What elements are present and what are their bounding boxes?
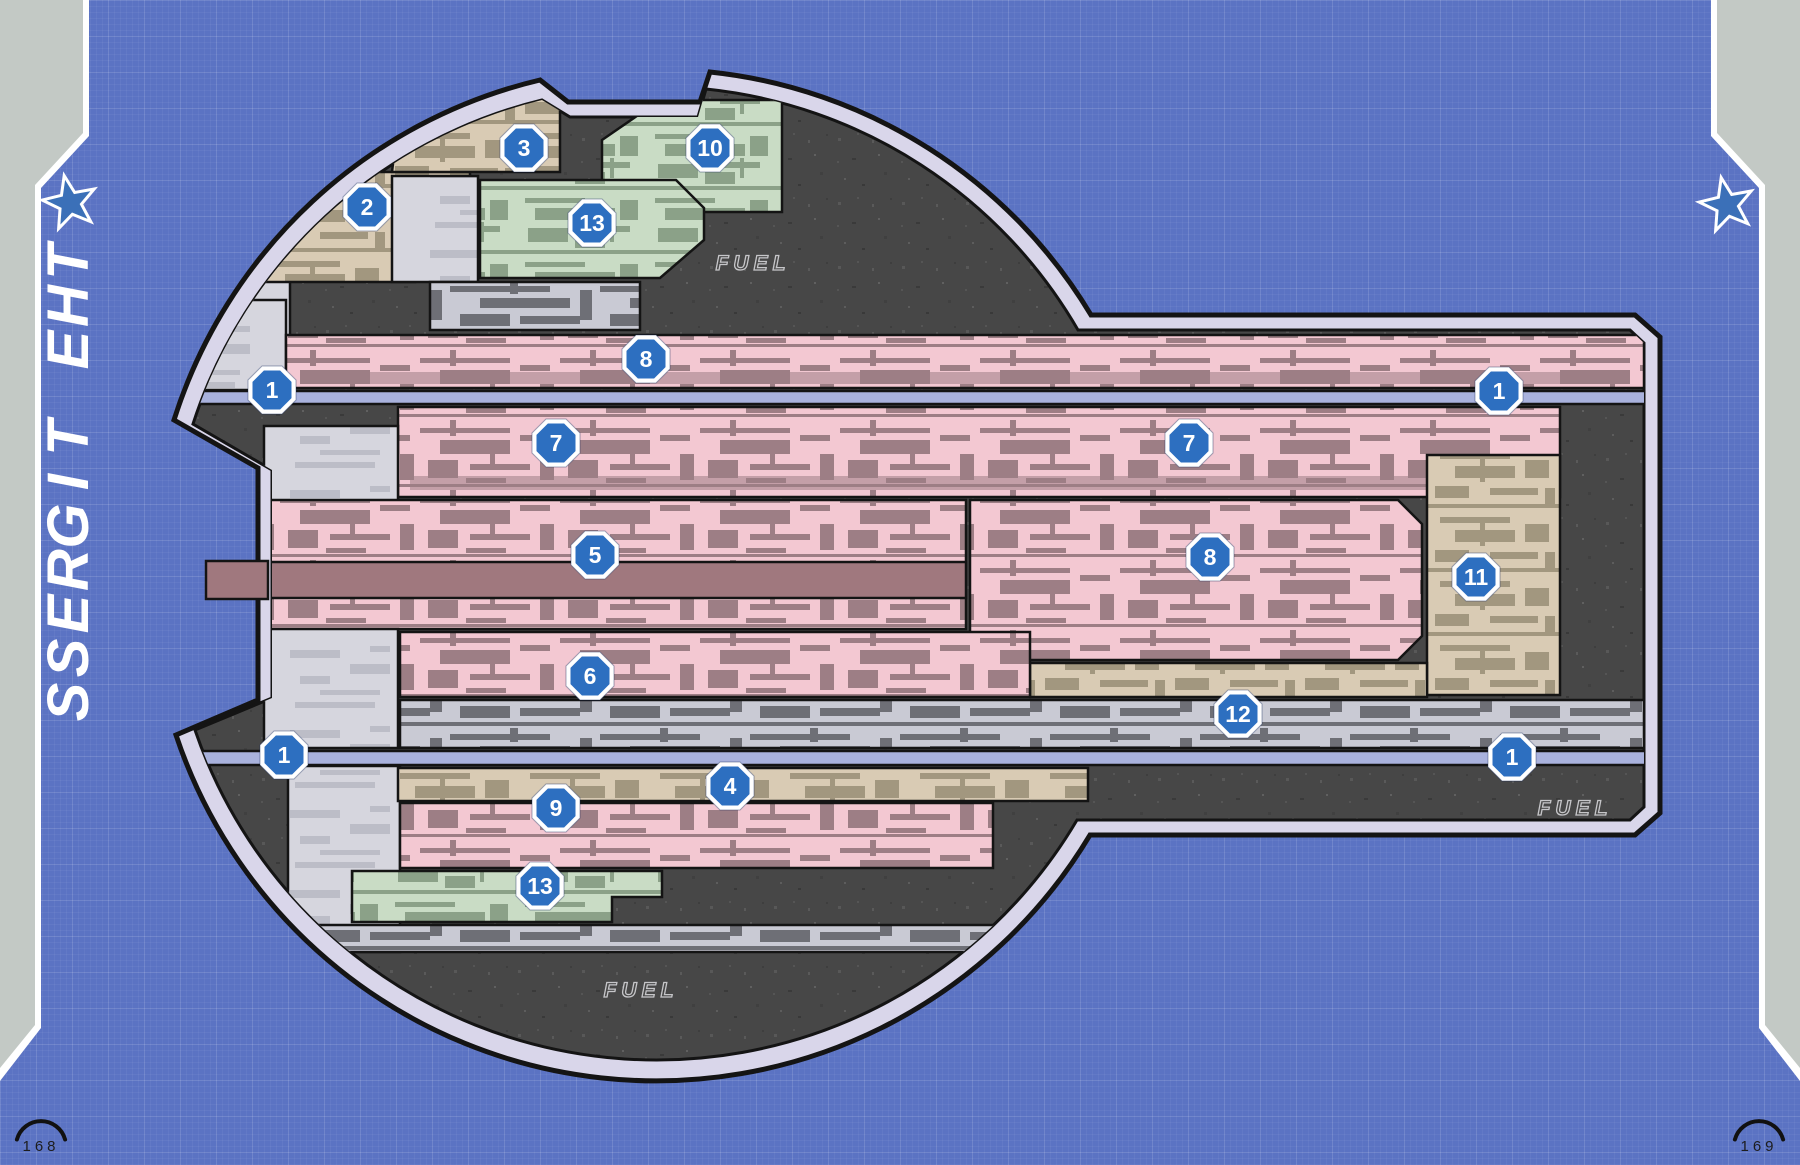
title-letter: S bbox=[36, 638, 101, 677]
badge-octagon-fill bbox=[1190, 537, 1230, 577]
location-badge-1: 1 bbox=[259, 730, 309, 780]
page-number-right: 169 bbox=[1732, 1119, 1786, 1155]
fuel-labels-layer: FUEL FUEL FUEL bbox=[603, 251, 1613, 1002]
docking-port-tab bbox=[204, 559, 270, 601]
corridor-band-upper bbox=[193, 389, 1644, 406]
badge-number: 13 bbox=[579, 210, 605, 236]
fuel-area-label: FUEL bbox=[716, 252, 791, 275]
badge-octagon-fill bbox=[572, 203, 612, 243]
badge-octagon-fill bbox=[520, 866, 560, 906]
badge-octagon-fill bbox=[575, 535, 615, 575]
location-badge-1: 1 bbox=[1474, 366, 1524, 416]
location-badge-10: 10 bbox=[685, 123, 735, 173]
location-badge-7: 7 bbox=[1164, 418, 1214, 468]
location-badge-5: 5 bbox=[570, 530, 620, 580]
room-9 bbox=[398, 801, 995, 870]
title-letter: I bbox=[36, 472, 101, 490]
title-letter: E bbox=[36, 328, 101, 369]
badge-number: 13 bbox=[527, 873, 553, 899]
page-number-arc-right bbox=[1732, 1119, 1786, 1142]
badge-number: 5 bbox=[589, 542, 602, 568]
badge-number: 12 bbox=[1225, 701, 1251, 727]
title-letter: H bbox=[36, 284, 101, 327]
room-8-right bbox=[968, 498, 1424, 662]
badge-number: 7 bbox=[1183, 430, 1196, 456]
room-13-lower bbox=[350, 869, 664, 924]
title-letter: T bbox=[36, 416, 101, 456]
location-badge-12: 12 bbox=[1213, 689, 1263, 739]
location-badge-3: 3 bbox=[499, 123, 549, 173]
badge-number: 1 bbox=[266, 377, 279, 403]
page-number-right-text: 169 bbox=[1740, 1138, 1777, 1155]
title-letter: S bbox=[36, 682, 101, 721]
room-11 bbox=[1425, 453, 1562, 697]
badge-octagon-fill bbox=[1479, 371, 1519, 411]
title-letter: G bbox=[36, 503, 101, 548]
badge-number: 11 bbox=[1464, 564, 1489, 590]
right-edge-bar bbox=[1717, 0, 1800, 1068]
badge-octagon-fill bbox=[1218, 694, 1258, 734]
corridor-band-lower bbox=[193, 749, 1644, 767]
location-badge-2: 2 bbox=[342, 182, 392, 232]
badge-number: 8 bbox=[640, 346, 653, 372]
location-badge-13: 13 bbox=[515, 861, 565, 911]
badge-octagon-fill bbox=[1492, 737, 1532, 777]
fuel-area-label: FUEL bbox=[1538, 797, 1613, 820]
star-icon-right bbox=[1694, 173, 1756, 235]
location-badge-4: 4 bbox=[705, 761, 755, 811]
badge-octagon-fill bbox=[1456, 557, 1496, 597]
badge-octagon-fill bbox=[264, 735, 304, 775]
corridor-12 bbox=[398, 698, 1644, 750]
badge-number: 7 bbox=[550, 430, 563, 456]
badge-number: 10 bbox=[697, 135, 723, 161]
location-badge-1: 1 bbox=[247, 365, 297, 415]
title-letter: T bbox=[36, 240, 101, 280]
page-number-arc-left bbox=[14, 1119, 68, 1142]
star-icon-left bbox=[37, 171, 99, 233]
location-badge-7: 7 bbox=[531, 418, 581, 468]
badge-octagon-fill bbox=[626, 339, 666, 379]
corridor-bottom bbox=[290, 923, 1017, 954]
left-edge-bar bbox=[0, 0, 83, 1068]
page-number-left: 168 bbox=[14, 1119, 68, 1155]
badge-number: 2 bbox=[361, 194, 374, 220]
location-badge-9: 9 bbox=[531, 783, 581, 833]
deck-7-detail bbox=[410, 476, 1550, 490]
badge-number: 1 bbox=[1493, 378, 1506, 404]
badge-octagon-fill bbox=[504, 128, 544, 168]
location-badge-13: 13 bbox=[567, 198, 617, 248]
badge-number: 3 bbox=[518, 135, 531, 161]
badge-octagon-fill bbox=[690, 128, 730, 168]
page-number-left-text: 168 bbox=[22, 1138, 59, 1155]
badge-number: 4 bbox=[724, 773, 737, 799]
title-letter: R bbox=[36, 549, 101, 591]
badge-number: 8 bbox=[1204, 544, 1217, 570]
room-gray-upper bbox=[390, 174, 480, 284]
badge-number: 6 bbox=[584, 663, 597, 689]
room-airlock-lower bbox=[262, 627, 400, 750]
badge-octagon-fill bbox=[1169, 423, 1209, 463]
badge-octagon-fill bbox=[252, 370, 292, 410]
badge-number: 1 bbox=[278, 742, 291, 768]
location-badge-6: 6 bbox=[565, 651, 615, 701]
badge-octagon-fill bbox=[536, 788, 576, 828]
location-badge-8: 8 bbox=[621, 334, 671, 384]
location-badge-11: 11 bbox=[1451, 552, 1501, 602]
badge-number: 9 bbox=[550, 795, 563, 821]
room-6 bbox=[398, 630, 1032, 699]
corridor-upper bbox=[428, 280, 642, 332]
location-badge-1: 1 bbox=[1487, 732, 1537, 782]
badge-number: 1 bbox=[1506, 744, 1519, 770]
deck-8-upper-detail bbox=[300, 372, 1630, 384]
title-letter: E bbox=[36, 592, 101, 633]
fuel-area-label: FUEL bbox=[604, 979, 679, 1002]
location-badge-8: 8 bbox=[1185, 532, 1235, 582]
badge-octagon-fill bbox=[710, 766, 750, 806]
badge-octagon-fill bbox=[570, 656, 610, 696]
badge-octagon-fill bbox=[536, 423, 576, 463]
badge-octagon-fill bbox=[347, 187, 387, 227]
